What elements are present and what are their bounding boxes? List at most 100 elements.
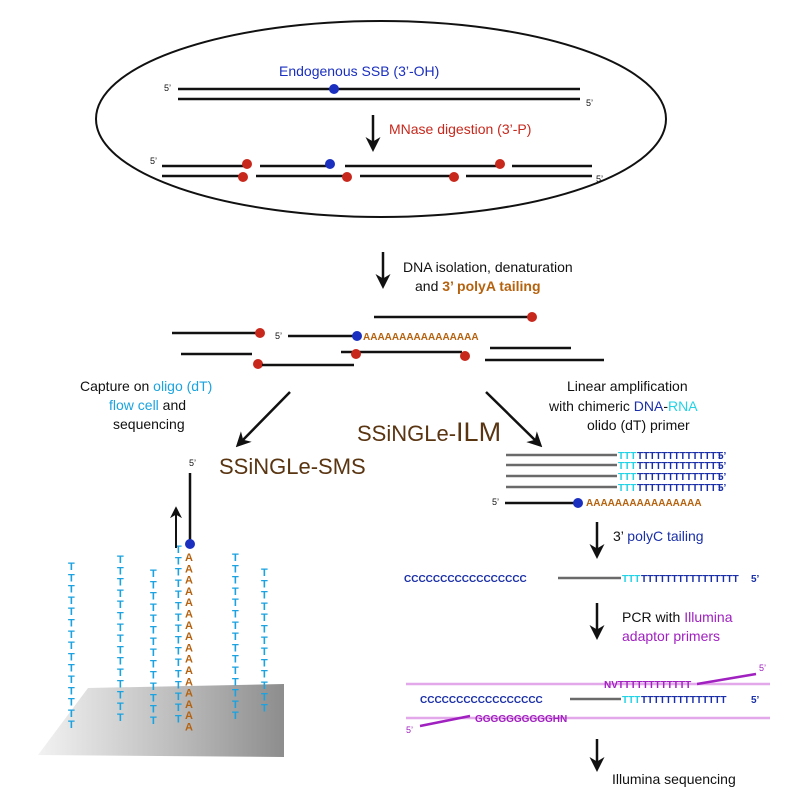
- primer-tail-bottom: [419, 714, 471, 728]
- dt-letter: T: [175, 714, 182, 726]
- primer-dna-t: TTTTTTTTTTTTTT: [637, 472, 723, 483]
- dt-letter: T: [150, 636, 157, 648]
- dt-letter: T: [261, 567, 268, 579]
- polya-letter: A: [185, 620, 193, 632]
- label-capture-sequencing: sequencing: [113, 416, 185, 432]
- label-linear-amp: Linear amplification: [567, 378, 688, 394]
- label-illumina-sequencing: Illumina sequencing: [612, 771, 736, 787]
- title-ssingle-ilm: SSiNGLe-ILM: [357, 417, 501, 447]
- dt-letter: T: [68, 561, 75, 573]
- dna-t-sequence: TTTTTTTTTTTTTTTT: [641, 574, 739, 585]
- dt-letter: T: [261, 691, 268, 703]
- dt-letter: T: [68, 618, 75, 630]
- primer-rna-ttt: TTT: [618, 461, 636, 472]
- label-five-prime: 5’: [751, 574, 760, 585]
- label-five-prime: 5’: [150, 156, 157, 166]
- dt-letter: T: [175, 634, 182, 646]
- dt-letter: T: [232, 586, 239, 598]
- label-dna-isolation: DNA isolation, denaturation: [403, 259, 573, 275]
- dt-letter: T: [175, 623, 182, 635]
- dt-letter: T: [232, 609, 239, 621]
- label-five-prime: 5’: [596, 174, 603, 184]
- dt-letter: T: [261, 601, 268, 613]
- mnase-cut-dot: [351, 349, 361, 359]
- dt-letter: T: [150, 681, 157, 693]
- dt-letter: T: [261, 646, 268, 658]
- nv-primer-sequence: NVTTTTTTTTTTTT: [604, 680, 691, 691]
- dt-letter: T: [150, 579, 157, 591]
- dt-letter: T: [68, 663, 75, 675]
- dt-letter: T: [261, 612, 268, 624]
- ssb-nick-dot: [352, 331, 362, 341]
- primer-dna-t: TTTTTTTTTTTTTT: [637, 461, 723, 472]
- label-five-prime: 5’: [406, 725, 413, 735]
- arrow-to-ilm: [485, 391, 543, 448]
- dt-letter: T: [175, 578, 182, 590]
- ssb-nick-dot: [573, 498, 583, 508]
- dt-letter: T: [117, 678, 124, 690]
- dt-letter: T: [175, 601, 182, 613]
- primer-dna-t: TTTTTTTTTTTTTT: [637, 451, 723, 462]
- dt-letter: T: [117, 633, 124, 645]
- dt-letter: T: [175, 567, 182, 579]
- label-five-prime: 5’: [759, 663, 766, 673]
- dt-letter: T: [232, 552, 239, 564]
- dt-letter: T: [117, 701, 124, 713]
- mnase-cut-dot: [255, 328, 265, 338]
- dt-letter: T: [68, 572, 75, 584]
- label-pcr: PCR with Illumina: [622, 609, 733, 625]
- mnase-cut-dot: [238, 172, 248, 182]
- dt-letter: T: [117, 565, 124, 577]
- dt-letter: T: [232, 575, 239, 587]
- dt-letter: T: [175, 589, 182, 601]
- dt-letter: T: [261, 669, 268, 681]
- label-five-prime: 5’: [718, 472, 727, 483]
- pcr-dna-t-sequence: TTTTTTTTTTTTTT: [641, 695, 727, 706]
- dt-letter: T: [150, 591, 157, 603]
- polya-letter: A: [185, 654, 193, 666]
- dt-letter: T: [117, 656, 124, 668]
- nucleus-ellipse: [95, 20, 667, 218]
- label-adaptor-primers: adaptor primers: [622, 628, 720, 644]
- dt-letter: T: [150, 704, 157, 716]
- primer-rna-ttt: TTT: [618, 451, 636, 462]
- dt-letter: T: [68, 629, 75, 641]
- dt-letter: T: [232, 654, 239, 666]
- dt-letter: T: [68, 606, 75, 618]
- dt-letter: T: [232, 688, 239, 700]
- polya-letter: A: [185, 563, 193, 575]
- mnase-cut-dot: [495, 159, 505, 169]
- dt-letter: T: [150, 670, 157, 682]
- dt-letter: T: [150, 568, 157, 580]
- dt-letter: T: [117, 712, 124, 724]
- label-capture: Capture on oligo (dT): [80, 378, 212, 394]
- dt-letter: T: [117, 588, 124, 600]
- dt-letter: T: [175, 657, 182, 669]
- label-five-prime: 5’: [164, 83, 171, 93]
- dt-letter: T: [117, 577, 124, 589]
- polya-letter: A: [185, 722, 193, 734]
- g-primer-sequence: GGGGGGGGGGHN: [475, 714, 567, 725]
- dt-letter: T: [117, 644, 124, 656]
- polya-letter: A: [185, 586, 193, 598]
- dt-letter: T: [117, 690, 124, 702]
- dt-letter: T: [232, 642, 239, 654]
- label-polyc: 3’ polyC tailing: [613, 528, 704, 544]
- dt-letter: T: [117, 622, 124, 634]
- dt-letter: T: [232, 620, 239, 632]
- dt-letter: T: [117, 667, 124, 679]
- dt-letter: T: [68, 674, 75, 686]
- dt-letter: T: [175, 691, 182, 703]
- dt-letter: T: [261, 635, 268, 647]
- ssb-nick-dot: [185, 539, 195, 549]
- dt-letter: T: [117, 611, 124, 623]
- dt-letter: T: [150, 715, 157, 727]
- dt-letter: T: [232, 631, 239, 643]
- label-five-prime: 5’: [751, 695, 760, 706]
- dt-letter: T: [261, 624, 268, 636]
- dt-letter: T: [68, 651, 75, 663]
- label-capture-flowcell: flow cell and: [109, 397, 186, 413]
- dt-letter: T: [232, 597, 239, 609]
- dt-letter: T: [68, 595, 75, 607]
- dt-letter: T: [232, 676, 239, 688]
